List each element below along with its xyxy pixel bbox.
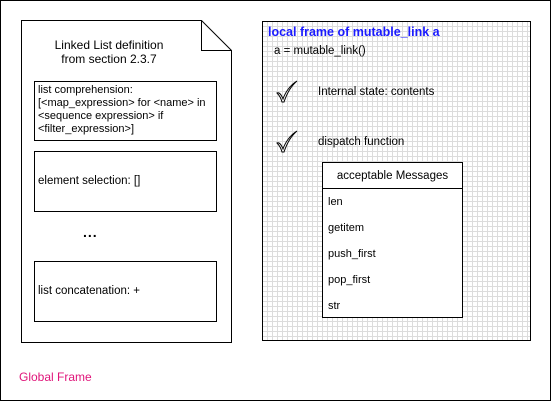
ellipsis: ... bbox=[83, 224, 98, 240]
message-row: push_first bbox=[328, 248, 376, 260]
messages-table: acceptable Messages len getitem push_fir… bbox=[322, 162, 463, 318]
check-icon bbox=[276, 130, 298, 153]
internal-state-label: Internal state: contents bbox=[318, 86, 435, 98]
definition-title-line2: from section 2.3.7 bbox=[61, 52, 157, 66]
definition-note-title: Linked List definition from section 2.3.… bbox=[39, 38, 179, 66]
local-frame: local frame of mutable_link a a = mutabl… bbox=[262, 21, 531, 341]
global-frame-label: Global Frame bbox=[19, 370, 92, 384]
message-row: pop_first bbox=[328, 274, 371, 286]
element-selection-text: element selection: [] bbox=[38, 175, 141, 187]
dispatch-function-label: dispatch function bbox=[318, 136, 405, 148]
check-icon bbox=[276, 80, 298, 103]
message-row: getitem bbox=[328, 222, 365, 234]
local-frame-title: local frame of mutable_link a bbox=[268, 25, 440, 39]
messages-table-header: acceptable Messages bbox=[323, 163, 462, 189]
definition-title-line1: Linked List definition bbox=[54, 38, 164, 52]
list-concatenation-text: list concatenation: + bbox=[38, 285, 140, 297]
list-comprehension-box: list comprehension: [<map_expression> fo… bbox=[34, 81, 217, 141]
message-row: str bbox=[328, 300, 341, 312]
assignment-text: a = mutable_link() bbox=[274, 45, 366, 57]
list-comprehension-text: list comprehension: [<map_expression> fo… bbox=[38, 84, 206, 135]
message-row: len bbox=[328, 196, 343, 208]
list-concatenation-box: list concatenation: + bbox=[34, 261, 217, 322]
element-selection-box: element selection: [] bbox=[34, 151, 217, 212]
